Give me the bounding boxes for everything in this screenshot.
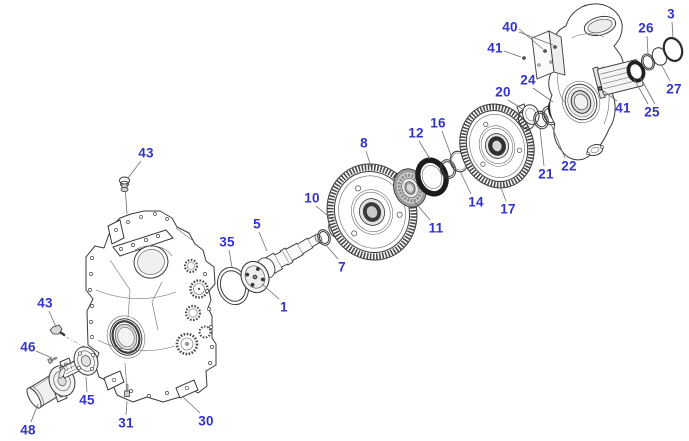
callout-3[interactable]: 3 — [667, 6, 675, 22]
bolt-31 — [124, 362, 130, 397]
callout-43-plug[interactable]: 43 — [37, 295, 53, 311]
pump-coupling — [240, 260, 270, 294]
rear-cover — [522, 3, 644, 161]
callout-8[interactable]: 8 — [360, 135, 368, 151]
leader-lines — [30, 21, 674, 423]
bolt-46 — [47, 356, 58, 364]
callout-27[interactable]: 27 — [666, 81, 682, 97]
callout-16[interactable]: 16 — [430, 115, 446, 131]
internal-gears — [175, 258, 212, 356]
callout-11[interactable]: 11 — [428, 220, 444, 236]
seal-25 — [626, 60, 646, 83]
callout-35[interactable]: 35 — [219, 234, 235, 250]
callout-41-bracket[interactable]: 41 — [487, 40, 503, 56]
callout-20[interactable]: 20 — [495, 84, 511, 100]
breather-plug — [119, 176, 130, 215]
callout-22[interactable]: 22 — [561, 158, 577, 174]
callout-21[interactable]: 21 — [538, 166, 554, 182]
callout-48[interactable]: 48 — [20, 422, 36, 438]
callout-10[interactable]: 10 — [304, 190, 320, 206]
ring-7 — [317, 229, 331, 246]
callout-40[interactable]: 40 — [502, 19, 518, 35]
input-shaft-assembly — [240, 217, 346, 294]
callout-46[interactable]: 46 — [20, 339, 36, 355]
main-housing — [85, 210, 217, 403]
callout-24[interactable]: 24 — [520, 72, 536, 88]
callout-12[interactable]: 12 — [408, 125, 424, 141]
callout-43-breather[interactable]: 43 — [138, 145, 154, 161]
ring-set-right — [626, 36, 684, 83]
callout-17[interactable]: 17 — [500, 201, 516, 217]
callout-30[interactable]: 30 — [198, 413, 214, 429]
callout-1[interactable]: 1 — [280, 299, 288, 315]
oring-3 — [662, 36, 684, 63]
callout-41-cover[interactable]: 41 — [615, 100, 631, 116]
callout-26[interactable]: 26 — [638, 20, 654, 36]
output-flange — [47, 346, 99, 379]
gear-17 — [459, 103, 535, 189]
callout-25[interactable]: 25 — [644, 104, 660, 120]
callout-45[interactable]: 45 — [79, 392, 95, 408]
callout-7[interactable]: 7 — [338, 259, 346, 275]
callout-14[interactable]: 14 — [468, 194, 484, 210]
callout-5[interactable]: 5 — [253, 216, 261, 232]
callout-31[interactable]: 31 — [118, 415, 134, 431]
